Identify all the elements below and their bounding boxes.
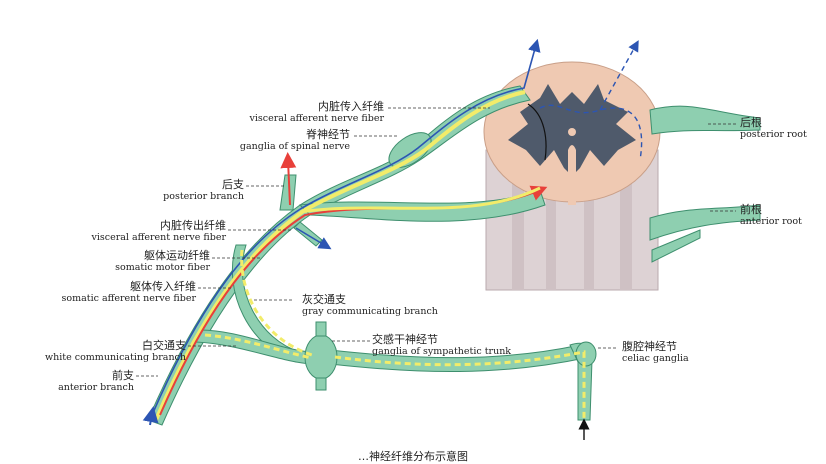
label-anterior-branch: 前支 anterior branch xyxy=(58,369,134,393)
label-anterior-root: 前根 anterior root xyxy=(740,203,802,227)
label-gray-communicating: 灰交通支 gray communicating branch xyxy=(302,293,438,317)
leader-lines xyxy=(136,107,736,377)
label-somatic-motor: 躯体运动纤维 somatic motor fiber xyxy=(115,249,210,273)
label-posterior-branch: 后支 posterior branch xyxy=(163,178,244,202)
label-celiac-ganglion: 腹腔神经节 celiac ganglia xyxy=(622,340,689,364)
label-white-communicating: 白交通支 white communicating branch xyxy=(45,339,186,363)
sympathetic-trunk-ganglion xyxy=(304,334,338,380)
label-somatic-afferent: 躯体传入纤维 somatic afferent nerve fiber xyxy=(61,280,197,304)
spinal-ganglion xyxy=(388,132,432,168)
spinal-nerve-trunk xyxy=(147,85,546,426)
label-posterior-root: 后根 posterior root xyxy=(740,116,807,140)
posterior-root-right xyxy=(649,105,761,135)
label-visceral-afferent-top: 内脏传入纤维 visceral afferent nerve fiber xyxy=(249,100,384,124)
sympathetic-chain xyxy=(195,244,597,421)
label-sympathetic-ganglion: 交感干神经节 ganglia of sympathetic trunk xyxy=(372,333,512,357)
anterior-root-right xyxy=(649,204,761,263)
label-visceral-efferent: 内脏传出纤维 visceral afferent nerve fiber xyxy=(91,219,226,243)
label-spinal-ganglion: 脊神经节 ganglia of spinal nerve xyxy=(239,128,350,152)
figure-caption: …神经纤维分布示意图 xyxy=(358,450,468,463)
fiber-lines xyxy=(142,38,643,440)
